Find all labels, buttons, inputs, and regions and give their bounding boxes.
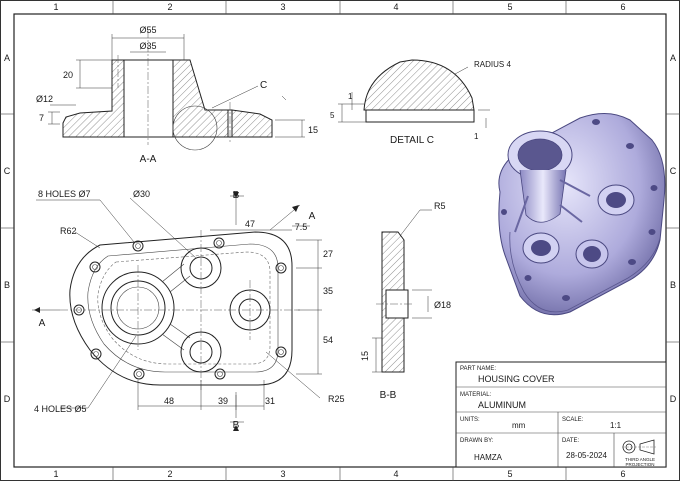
dim-h20: 20	[63, 70, 73, 80]
label-scale: SCALE:	[562, 417, 584, 423]
dim-d55: Ø55	[139, 25, 156, 35]
label-material: MATERIAL:	[460, 392, 492, 398]
label-drawn-by: DRAWN BY:	[460, 438, 494, 444]
col-label-bottom: 2	[167, 469, 172, 479]
projection-label-1: THIRD ANGLE	[625, 457, 655, 462]
dim-d12: Ø12	[36, 94, 53, 104]
row-label-left: B	[4, 280, 10, 290]
row-label-right: D	[670, 394, 677, 404]
col-label-bottom: 3	[280, 469, 285, 479]
section-mark-a-left: A	[39, 318, 46, 329]
section-aa-title: A-A	[140, 154, 157, 165]
row-label-left: C	[4, 166, 11, 176]
value-drawn-by: HAMZA	[474, 453, 503, 462]
value-scale: 1:1	[610, 421, 622, 430]
border-zone-labels: 1 2 3 4 5 6 1 2 3 4 5 6 A B C D A B C D	[4, 2, 677, 479]
dim-w7-5: 7.5	[295, 222, 308, 232]
dim-h54: 54	[323, 335, 333, 345]
section-bb-view: R5 Ø18 15 B-B	[360, 201, 451, 401]
dim-w31: 31	[265, 396, 275, 406]
row-label-left: A	[4, 53, 10, 63]
section-mark-b-bottom: B	[233, 420, 240, 431]
third-angle-projection-icon	[622, 439, 656, 455]
col-label-top: 1	[53, 2, 58, 12]
dim-h1-a: 1	[348, 92, 353, 101]
row-label-right: B	[670, 280, 676, 290]
label-date: DATE:	[562, 438, 580, 444]
dim-h15-bb: 15	[360, 351, 370, 361]
col-label-top: 4	[393, 2, 398, 12]
note-4-holes: 4 HOLES Ø5	[34, 404, 87, 414]
dim-r5: R5	[434, 201, 446, 211]
dim-w39: 39	[218, 396, 228, 406]
dim-r25: R25	[328, 394, 345, 404]
col-label-bottom: 5	[507, 469, 512, 479]
row-label-right: C	[670, 166, 677, 176]
isometric-part-illustration	[498, 113, 666, 316]
dim-w48: 48	[164, 396, 174, 406]
col-label-top: 3	[280, 2, 285, 12]
col-label-top: 6	[620, 2, 625, 12]
dim-h7: 7	[39, 113, 44, 123]
row-label-left: D	[4, 394, 11, 404]
label-part-name: PART NAME:	[460, 366, 496, 372]
dim-d35: Ø35	[139, 41, 156, 51]
front-view: 8 HOLES Ø7 Ø30 R62 47 7.5 27 35 54 48 39…	[32, 189, 345, 431]
label-units: UNITS:	[460, 417, 480, 423]
value-date: 28-05-2024	[566, 451, 607, 460]
col-label-bottom: 6	[620, 469, 625, 479]
detail-c-title: DETAIL C	[390, 135, 434, 146]
value-part-name: HOUSING COVER	[478, 374, 555, 384]
col-label-top: 5	[507, 2, 512, 12]
dim-h27: 27	[323, 249, 333, 259]
dim-h15: 15	[308, 125, 318, 135]
value-units: mm	[512, 421, 526, 430]
title-block: PART NAME: HOUSING COVER MATERIAL: ALUMI…	[455, 361, 667, 468]
dim-d18: Ø18	[434, 300, 451, 310]
section-bb-title: B-B	[380, 390, 397, 401]
detail-callout-c: C	[260, 80, 267, 91]
detail-c-view: RADIUS 4 5 1 1 DETAIL C	[330, 59, 511, 146]
section-mark-b-top: B	[233, 190, 240, 201]
dim-radius-4: RADIUS 4	[474, 60, 511, 69]
section-aa-view: Ø55 Ø35 20 Ø12 7 15 C A-A	[36, 25, 318, 165]
dim-r62: R62	[60, 226, 77, 236]
col-label-bottom: 1	[53, 469, 58, 479]
value-material: ALUMINUM	[478, 400, 526, 410]
dim-d30: Ø30	[133, 189, 150, 199]
section-mark-a-right: A	[309, 211, 316, 222]
row-label-right: A	[670, 53, 676, 63]
dim-h35: 35	[323, 286, 333, 296]
dim-w47: 47	[245, 219, 255, 229]
col-label-top: 2	[167, 2, 172, 12]
dim-h5: 5	[330, 111, 335, 120]
dim-h1-b: 1	[474, 132, 479, 141]
note-8-holes: 8 HOLES Ø7	[38, 189, 91, 199]
col-label-bottom: 4	[393, 469, 398, 479]
projection-label-2: PROJECTION	[625, 462, 654, 467]
